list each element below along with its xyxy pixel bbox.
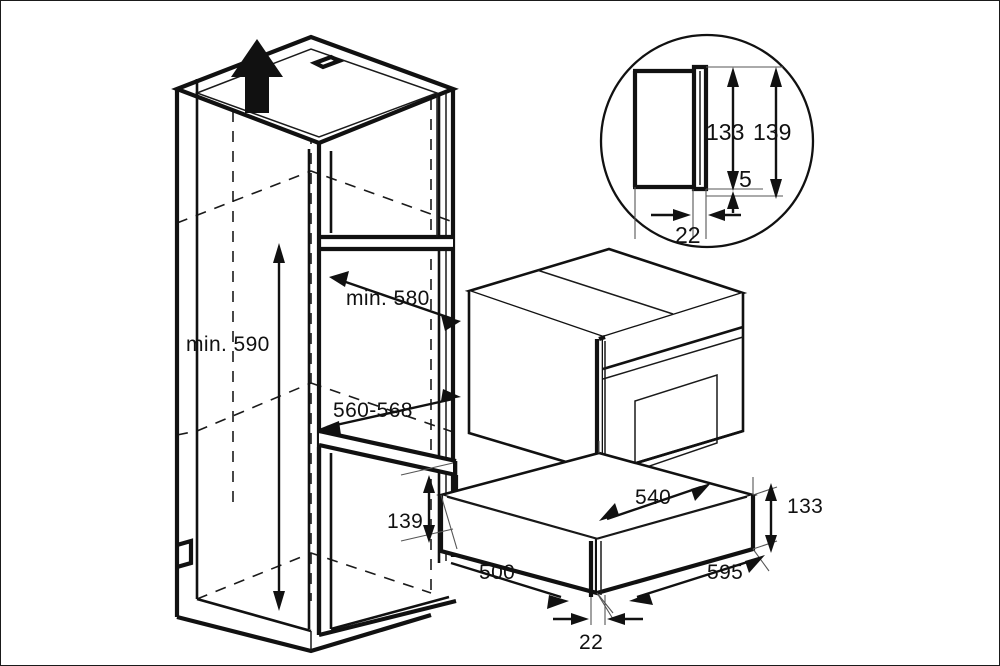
dimension-drawer-niche-height: 139 xyxy=(387,462,454,543)
dimension-label-560-568: 560-568 xyxy=(333,399,413,422)
dimension-label-500: 500 xyxy=(479,561,515,584)
dimension-drawer-front-width: 540 xyxy=(598,441,754,521)
detail-extension-lines xyxy=(634,66,783,239)
detail-label-133: 133 xyxy=(706,119,744,145)
dimension-drawer-total-width: 595 xyxy=(596,548,770,620)
cabinet-hidden-edges xyxy=(176,73,457,601)
cabinet-upper-niche xyxy=(329,93,438,237)
cabinet-lower-niche xyxy=(316,447,459,638)
dimension-label-590: min. 590 xyxy=(186,333,270,356)
dimension-label-595: 595 xyxy=(707,561,743,584)
dimension-label-580: min. 580 xyxy=(346,287,430,310)
cabinet-bottom xyxy=(176,597,432,654)
cabinet-shelf-lower xyxy=(318,428,458,478)
cabinet-mid-shelf xyxy=(317,234,453,252)
detail-dimension-22: 22 xyxy=(651,209,741,248)
detail-label-22: 22 xyxy=(675,222,701,248)
detail-dimension-139: 139 xyxy=(753,67,791,199)
detail-label-139: 139 xyxy=(753,119,791,145)
detail-circle-section: 133 139 5 22 xyxy=(599,33,815,249)
detail-bracket-profile xyxy=(632,68,693,190)
dimension-drawer-height: 133 xyxy=(752,483,823,553)
cabinet-left-panel xyxy=(174,79,199,617)
dimension-label-22: 22 xyxy=(579,631,603,654)
dimension-label-133: 133 xyxy=(787,495,823,518)
dimension-niche-height: min. 590 xyxy=(186,243,285,611)
detail-label-5: 5 xyxy=(739,166,752,192)
detail-panel xyxy=(691,64,709,192)
cabinet-top-rim xyxy=(171,34,459,146)
dimension-drawer-overhang: 22 xyxy=(553,595,643,654)
dimension-label-139: 139 xyxy=(387,510,423,533)
oven-appliance xyxy=(464,247,748,479)
dimension-label-540: 540 xyxy=(635,486,671,509)
detail-dimension-133: 133 xyxy=(706,67,744,191)
dimension-niche-depth: min. 580 xyxy=(329,271,461,331)
airflow-arrow-icon xyxy=(231,39,283,113)
dimension-niche-width: 560-568 xyxy=(319,389,461,435)
detail-dimension-5: 5 xyxy=(727,166,752,213)
